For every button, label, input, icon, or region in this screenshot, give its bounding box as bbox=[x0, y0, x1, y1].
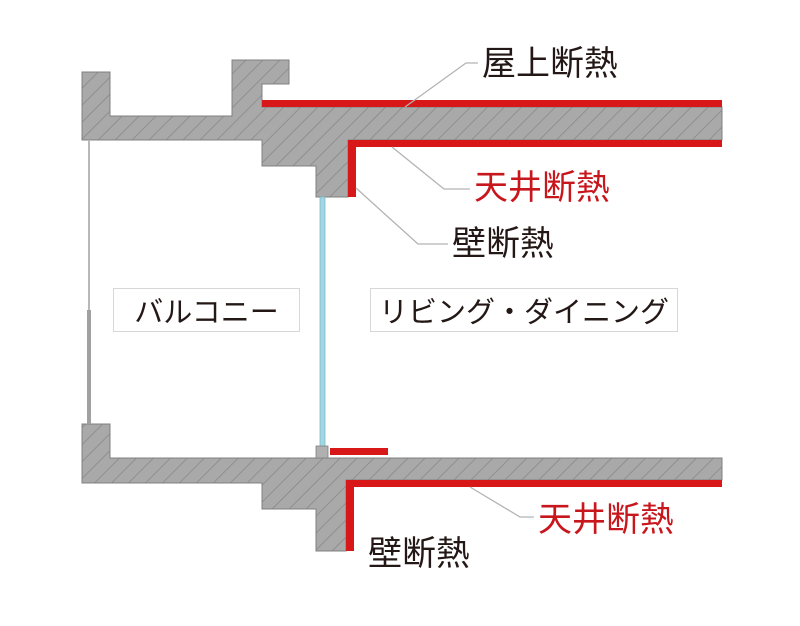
leader-roof-insulation bbox=[404, 62, 478, 108]
wall-insulation-callout-lower: 壁断熱 bbox=[368, 534, 470, 574]
ceiling-insulation-bar-upper bbox=[348, 140, 722, 147]
floor-edge-insulation-bar bbox=[330, 448, 388, 455]
balcony-label: バルコニー bbox=[113, 288, 300, 332]
roof-insulation-callout: 屋上断熱 bbox=[482, 44, 618, 84]
door-sill bbox=[315, 445, 329, 459]
wall-insulation-bar-lower bbox=[346, 480, 354, 551]
wall-insulation-bar-upper bbox=[348, 140, 356, 197]
living-dining-label: リビング・ダイニング bbox=[370, 288, 678, 332]
leader-ceiling-insulation-upper bbox=[391, 146, 470, 190]
ceiling-insulation-bar-lower bbox=[346, 480, 722, 487]
roof-insulation-bar bbox=[262, 100, 722, 107]
ceiling-insulation-callout-upper: 天井断熱 bbox=[474, 168, 610, 208]
wall-insulation-callout-upper: 壁断熱 bbox=[452, 224, 554, 264]
ceiling-insulation-callout-lower: 天井断熱 bbox=[538, 500, 674, 540]
upper-concrete-slab bbox=[81, 59, 723, 198]
glass-door bbox=[319, 196, 326, 452]
leader-ceiling-insulation-lower bbox=[469, 486, 534, 518]
leader-wall-insulation-upper bbox=[355, 187, 448, 245]
